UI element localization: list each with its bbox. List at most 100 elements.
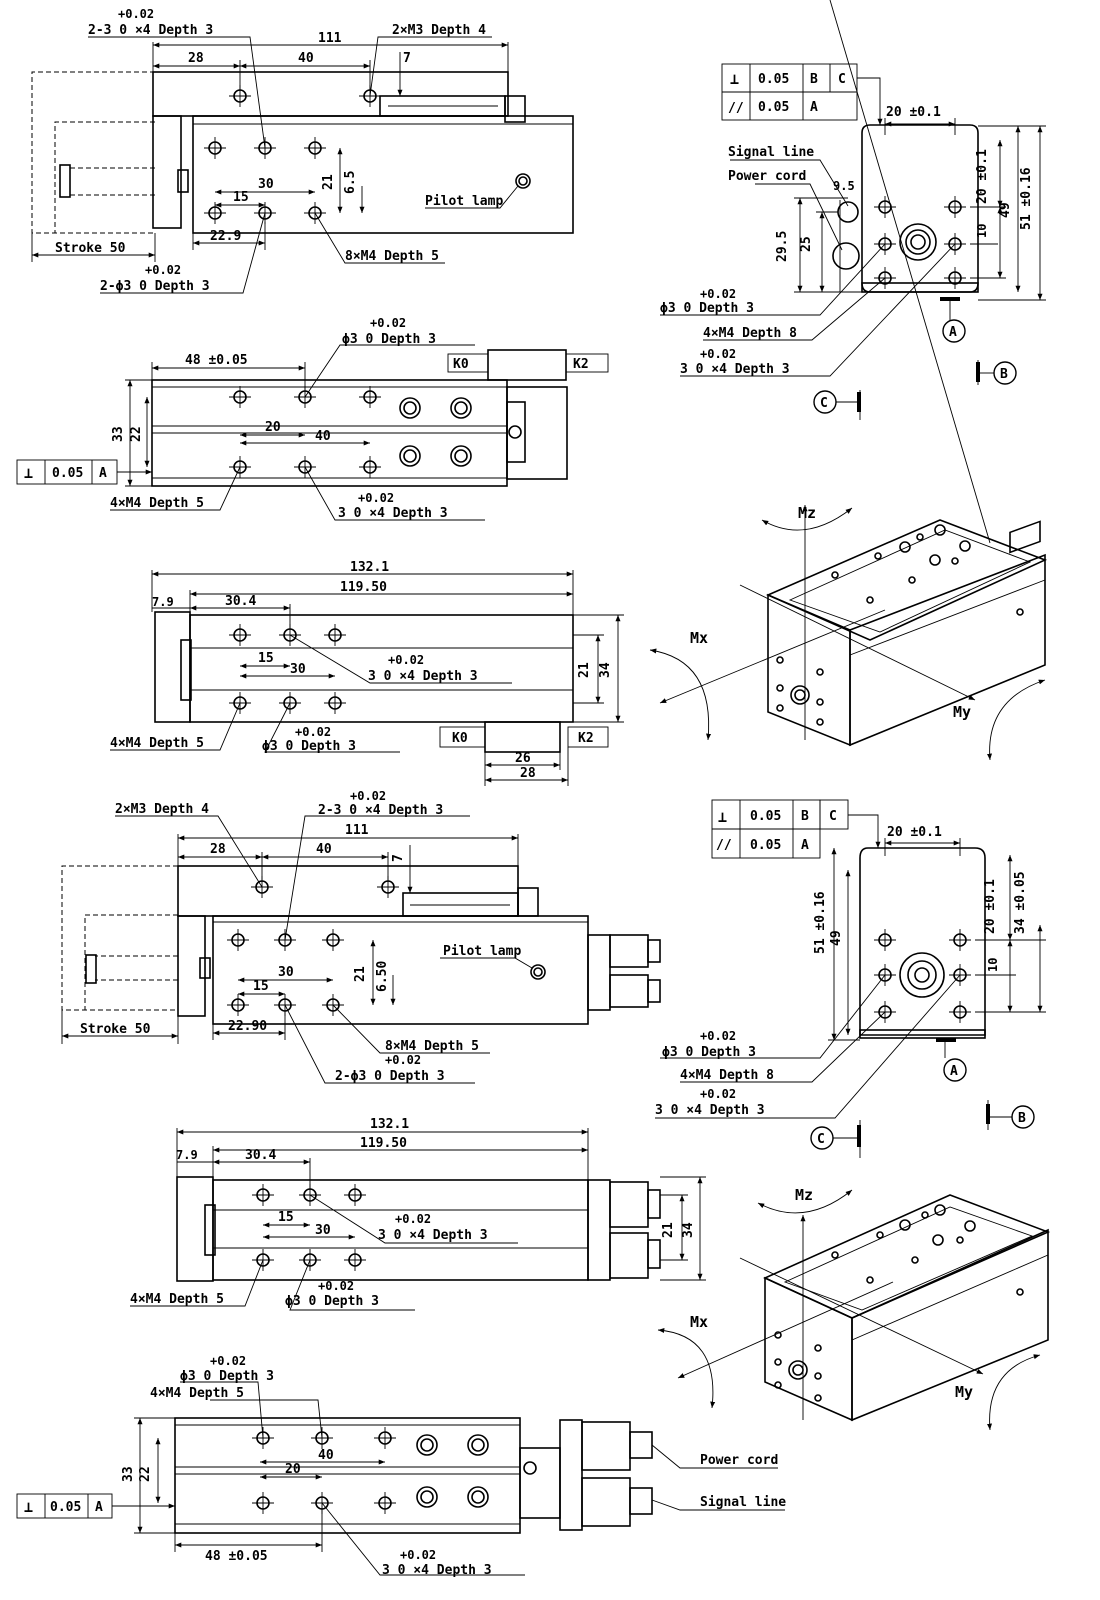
dim-6-50: 6.50 (375, 961, 390, 992)
my-label: My (955, 1383, 973, 1401)
dim-15: 15 (278, 1210, 294, 1225)
dim-21: 21 (661, 1222, 676, 1238)
dim-10: 10 (975, 224, 989, 238)
phi-label: ϕ3 0 Depth 3 (262, 739, 356, 754)
isometric-view-2: Mz Mx My (657, 1186, 1051, 1431)
top-view-1: +0.02 ϕ3 0 Depth 3 48 ±0.05 K0 K2 33 22 … (16, 316, 609, 521)
tol-plus-b: +0.02 (318, 1279, 354, 1293)
datum-a: A (950, 1064, 958, 1079)
datum-b: B (1018, 1111, 1026, 1126)
side-view-1: +0.02 2-3 0 ×4 Depth 3 2×M3 Depth 4 111 … (31, 7, 574, 294)
fcf2-symbol: // (716, 838, 732, 853)
tol-plus: +0.02 (350, 789, 386, 803)
tol-plus: +0.02 (118, 7, 154, 21)
tol-plus: +0.02 (700, 1029, 736, 1043)
dim-30: 30 (290, 662, 306, 677)
phi-label: 2-ϕ3 0 Depth 3 (100, 279, 210, 294)
side-view-2: 2×M3 Depth 4 +0.02 2-3 0 ×4 Depth 3 111 … (61, 789, 661, 1084)
k0-label: K0 (452, 731, 468, 746)
dim-49: 49 (998, 202, 1013, 218)
dim-26: 26 (515, 751, 531, 766)
tol-plus-b: +0.02 (295, 725, 331, 739)
tol-plus-b: +0.02 (400, 1548, 436, 1562)
dim-34: 34 (681, 1222, 696, 1238)
dim-22: 22 (138, 1466, 153, 1482)
dim-33: 33 (121, 1466, 136, 1482)
dim-7-9: 7.9 (152, 595, 174, 609)
holes-label: 3 0 ×4 Depth 3 (378, 1228, 488, 1243)
fcf2-ref: A (810, 100, 818, 115)
tol-plus-b: +0.02 (700, 1087, 736, 1101)
m4-label: 4×M4 Depth 5 (110, 736, 204, 751)
fcf1-ref2: C (838, 72, 846, 87)
dim-7: 7 (403, 51, 411, 66)
dim-15: 15 (253, 979, 269, 994)
dim-22: 22 (129, 426, 144, 442)
dim-15: 15 (233, 190, 249, 205)
dim-20: 20 ±0.1 (887, 825, 942, 840)
dim-132-1: 132.1 (370, 1117, 409, 1132)
m4-label: 4×M4 Depth 8 (680, 1068, 774, 1083)
tol-plus: +0.02 (395, 1212, 431, 1226)
k2-label: K2 (573, 357, 589, 372)
bottom-view-1: 132.1 119.50 7.9 30.4 15 30 +0.02 3 0 ×4… (110, 560, 624, 786)
perpendicularity-symbol: ⊥ (24, 464, 33, 482)
dim-40: 40 (316, 842, 332, 857)
top-view-2: +0.02 ϕ3 0 Depth 3 4×M4 Depth 5 33 22 40… (16, 1354, 786, 1578)
dim-51: 51 ±0.16 (813, 891, 828, 954)
tol-plus: +0.02 (370, 316, 406, 330)
dim-48: 48 ±0.05 (185, 353, 248, 368)
datum-ref: A (99, 466, 107, 481)
dim-21: 21 (321, 174, 336, 190)
datum-c: C (820, 396, 828, 411)
phi-label: ϕ3 0 Depth 3 (660, 301, 754, 316)
fcf2-value: 0.05 (750, 838, 781, 853)
fcf1-symbol: ⊥ (730, 70, 739, 88)
fcf1-ref1: B (810, 72, 818, 87)
dim-22-90: 22.90 (228, 1019, 267, 1034)
tol-plus: +0.02 (210, 1354, 246, 1368)
mx-label: Mx (690, 1313, 708, 1331)
dim-30: 30 (315, 1223, 331, 1238)
dim-34: 34 (598, 662, 613, 678)
datum-c: C (817, 1132, 825, 1147)
datum-b: B (1000, 367, 1008, 382)
perpendicularity-symbol: ⊥ (24, 1498, 33, 1516)
isometric-view-1: Mz Mx My (649, 0, 1048, 761)
fcf1-symbol: ⊥ (718, 808, 727, 826)
dim-20: 20 (265, 420, 281, 435)
datum-a: A (949, 325, 957, 340)
end-view-1: ⊥ 0.05 B C // 0.05 A 20 ±0.1 Signal line… (660, 63, 1046, 420)
dim-111: 111 (318, 31, 342, 46)
power-cord-label: Power cord (700, 1453, 778, 1468)
dim-40: 40 (315, 429, 331, 444)
holes-label: 3 0 ×4 Depth 3 (368, 669, 478, 684)
k0-label: K0 (453, 357, 469, 372)
fcf1-ref1: B (801, 809, 809, 824)
dim-28: 28 (188, 51, 204, 66)
top-holes-label: 2-3 0 ×4 Depth 3 (318, 803, 443, 818)
datum-ref: A (95, 1500, 103, 1515)
pilot-lamp-label: Pilot lamp (425, 194, 503, 209)
fcf2-value: 0.05 (758, 100, 789, 115)
dim-29-5: 29.5 (775, 231, 790, 262)
dim-30-4: 30.4 (245, 1148, 276, 1163)
pilot-lamp-label: Pilot lamp (443, 944, 521, 959)
dim-30: 30 (278, 965, 294, 980)
m3-label: 2×M3 Depth 4 (115, 802, 209, 817)
dim-33: 33 (111, 426, 126, 442)
dim-21: 21 (577, 662, 592, 678)
tol-plus-b: +0.02 (358, 491, 394, 505)
dim-10: 10 (986, 958, 1000, 972)
fcf1-value: 0.05 (750, 809, 781, 824)
dim-25: 25 (799, 236, 814, 252)
signal-line-label: Signal line (700, 1495, 786, 1510)
power-cord-label: Power cord (728, 169, 806, 184)
tol-plus-b: +0.02 (145, 263, 181, 277)
m3-label: 2×M3 Depth 4 (392, 23, 486, 38)
m4-label: 4×M4 Depth 8 (703, 326, 797, 341)
phi-label: ϕ3 0 Depth 3 (662, 1045, 756, 1060)
tol-plus: +0.02 (388, 653, 424, 667)
m4-label: 4×M4 Depth 5 (130, 1292, 224, 1307)
dim-119-50: 119.50 (340, 580, 387, 595)
